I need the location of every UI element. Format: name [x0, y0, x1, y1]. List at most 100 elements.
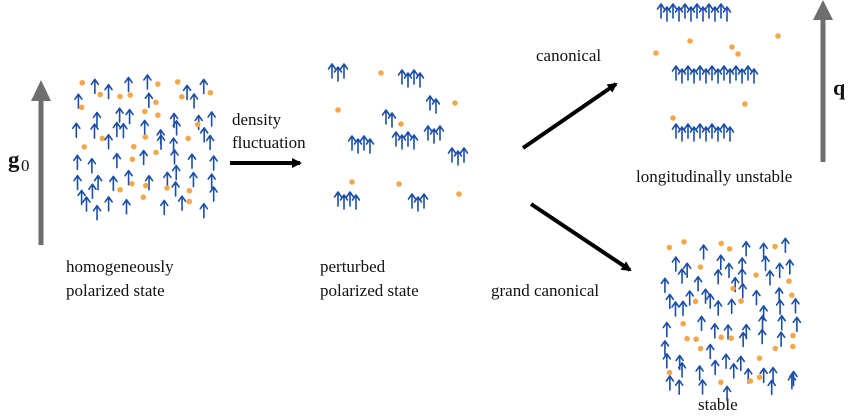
- spin-up-arrow-icon: [713, 126, 723, 142]
- spin-up-arrow-icon: [727, 298, 736, 315]
- spin-up-arrow-icon: [172, 120, 181, 136]
- particle-dot-icon: [456, 191, 462, 197]
- spin-up-arrow-icon: [419, 193, 429, 209]
- particle-dot-icon: [194, 121, 201, 128]
- particle-dot-icon: [697, 264, 704, 270]
- spin-up-arrow-icon: [671, 123, 681, 139]
- spin-up-arrow-icon: [73, 154, 82, 171]
- spin-up-arrow-icon: [662, 353, 672, 369]
- spin-up-arrow-icon: [668, 3, 678, 19]
- spin-up-arrow-icon: [775, 262, 784, 279]
- density-label-line2: fluctuation: [232, 133, 306, 152]
- particle-dot-icon: [738, 298, 744, 305]
- g0-subscript: 0: [21, 156, 30, 175]
- spin-up-arrow-icon: [345, 191, 355, 207]
- spin-up-arrow-icon: [693, 275, 703, 292]
- spin-up-arrow-icon: [701, 126, 711, 142]
- spin-up-arrow-icon: [677, 268, 687, 284]
- homogeneous-state-particles: [72, 74, 218, 221]
- spin-up-arrow-icon: [759, 367, 768, 384]
- spin-up-arrow-icon: [207, 111, 216, 127]
- spin-up-arrow-icon: [92, 111, 102, 128]
- particle-dot-icon: [398, 121, 404, 127]
- spin-up-arrow-icon: [124, 169, 133, 186]
- spin-up-arrow-icon: [775, 299, 785, 315]
- homogeneous-label-line2: polarized state: [66, 281, 165, 300]
- spin-up-arrow-icon: [125, 108, 134, 125]
- spin-up-arrow-icon: [359, 135, 369, 151]
- spin-up-arrow-icon: [713, 300, 723, 316]
- particle-dot-icon: [680, 320, 686, 327]
- particle-dot-icon: [174, 79, 181, 85]
- spin-up-arrow-icon: [199, 202, 209, 219]
- particle-dot-icon: [772, 345, 779, 352]
- spin-up-arrow-icon: [697, 315, 706, 332]
- particle-dot-icon: [99, 135, 106, 142]
- spin-up-arrow-icon: [686, 6, 696, 22]
- spin-up-arrow-icon: [93, 174, 103, 191]
- spin-up-arrow-icon: [757, 328, 767, 345]
- spin-up-arrow-icon: [391, 131, 401, 147]
- particle-dot-icon: [79, 79, 85, 86]
- spin-up-arrow-icon: [767, 379, 776, 396]
- spin-up-arrow-icon: [707, 65, 717, 81]
- spin-up-arrow-icon: [82, 196, 91, 212]
- spin-up-arrow-icon: [182, 84, 192, 101]
- spin-up-arrow-icon: [725, 68, 735, 84]
- spin-up-arrow-icon: [677, 362, 687, 378]
- longitudinally-unstable-particles: [653, 3, 781, 142]
- spin-up-arrow-icon: [429, 128, 439, 144]
- particle-dot-icon: [117, 93, 123, 100]
- spin-up-arrow-icon: [72, 122, 81, 139]
- spin-up-arrow-icon: [73, 174, 82, 191]
- spin-up-arrow-icon: [409, 69, 419, 85]
- perturbed-label-line1: perturbed: [320, 257, 386, 276]
- spin-up-arrow-icon: [765, 269, 775, 286]
- perturbed-label-line2: polarized state: [320, 281, 419, 300]
- spin-up-arrow-icon: [689, 68, 699, 84]
- spin-up-arrow-icon: [87, 157, 97, 174]
- spin-up-arrow-icon: [736, 355, 746, 372]
- spin-up-arrow-icon: [171, 181, 180, 197]
- spin-up-arrow-icon: [722, 385, 732, 402]
- spin-up-arrow-icon: [109, 175, 118, 192]
- spin-up-arrow-icon: [207, 173, 216, 189]
- spin-up-arrow-icon: [187, 153, 197, 169]
- spin-up-arrow-icon: [660, 340, 670, 356]
- spin-up-arrow-icon: [741, 240, 751, 257]
- spin-up-arrow-icon: [683, 65, 693, 81]
- canonical-label: canonical: [536, 46, 601, 65]
- spin-up-arrow-icon: [333, 66, 343, 82]
- spin-up-arrow-icon: [662, 6, 672, 22]
- spin-up-arrow-icon: [774, 287, 784, 303]
- particle-dot-icon: [735, 51, 741, 57]
- spin-up-arrow-icon: [713, 68, 723, 84]
- particle-dot-icon: [186, 198, 193, 205]
- spin-up-arrow-icon: [403, 72, 413, 88]
- spin-up-arrow-icon: [671, 65, 681, 81]
- spin-up-arrow-icon: [682, 262, 692, 279]
- canonical-arrow: [521, 82, 618, 150]
- spin-up-arrow-icon: [729, 363, 739, 379]
- spin-up-arrow-icon: [423, 125, 433, 141]
- stable-state-particles: [660, 237, 802, 402]
- spin-up-arrow-icon: [435, 125, 445, 141]
- spin-up-arrow-icon: [397, 134, 407, 150]
- density-label-line1: density: [232, 110, 282, 129]
- spin-up-arrow-icon: [738, 282, 748, 299]
- particle-dot-icon: [681, 239, 687, 245]
- spin-up-arrow-icon: [695, 365, 704, 381]
- particle-dot-icon: [786, 278, 792, 284]
- spin-up-arrow-icon: [453, 150, 463, 166]
- spin-up-arrow-icon: [662, 321, 672, 338]
- spin-up-arrow-icon: [731, 65, 741, 81]
- spin-up-arrow-icon: [403, 131, 413, 147]
- particle-dot-icon: [789, 292, 795, 298]
- spin-up-arrow-icon: [758, 314, 767, 331]
- field-arrow-g0: [31, 80, 51, 245]
- particle-dot-icon: [153, 149, 159, 156]
- spin-up-arrow-icon: [139, 149, 148, 166]
- particle-dot-icon: [142, 182, 149, 189]
- spin-up-arrow-icon: [660, 277, 670, 294]
- spin-up-arrow-icon: [781, 237, 790, 254]
